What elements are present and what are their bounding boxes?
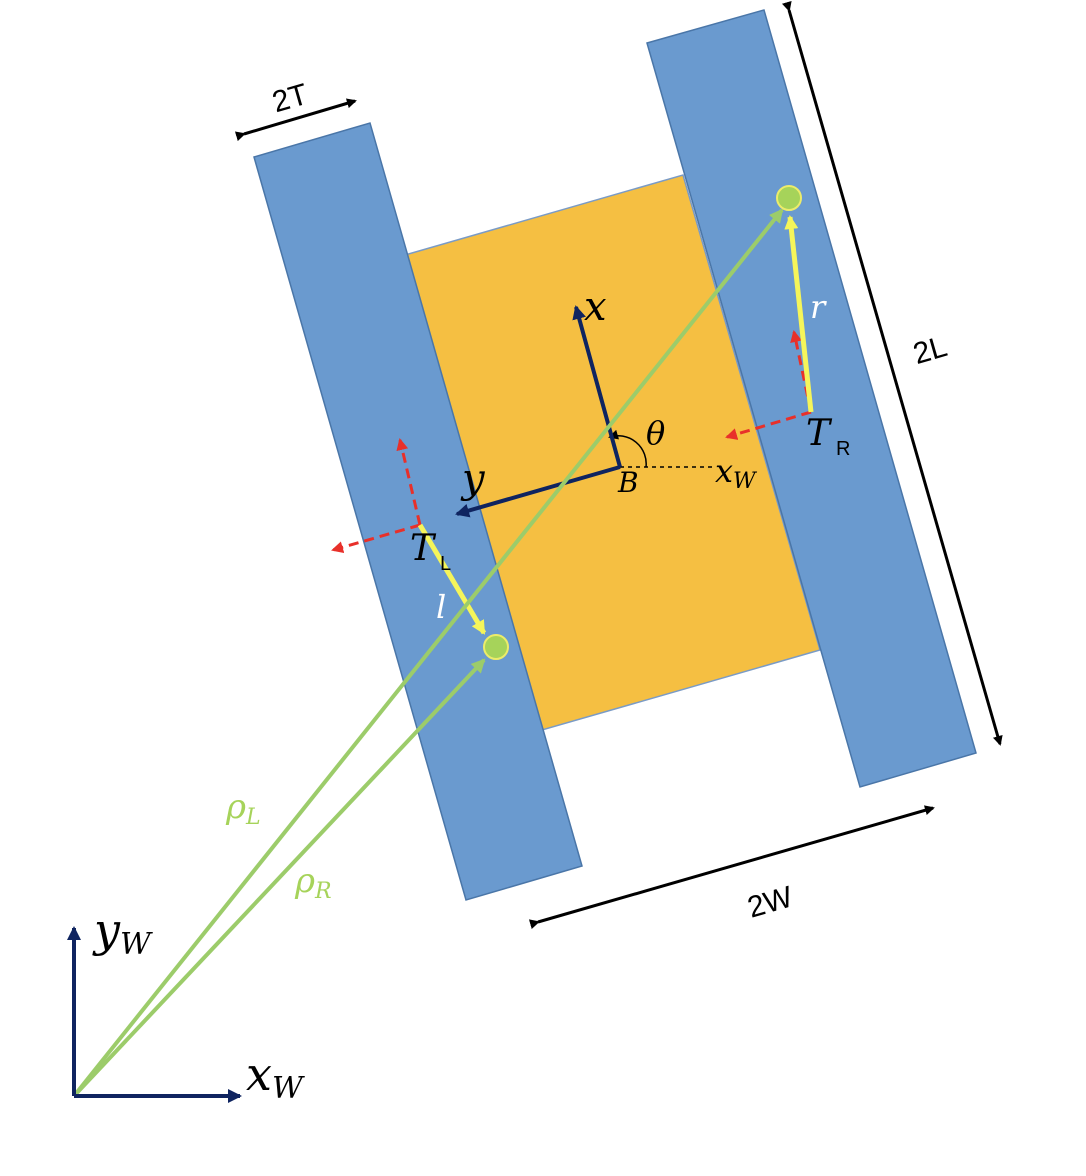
dimension-2w-arrow	[528, 805, 935, 930]
vector-r-arrow	[784, 215, 814, 413]
dimension-2w-label: 2W	[744, 880, 797, 924]
dimension-2l-arrow	[781, 0, 1003, 746]
theta-label: θ	[646, 414, 665, 452]
rho-r-position-vector	[72, 658, 486, 1098]
vector-r-label: r	[810, 288, 827, 326]
dimension-2t-arrow	[234, 98, 357, 142]
left-tread-force-forward-arrow	[396, 438, 422, 526]
dimension-2l-label: 2L	[910, 330, 951, 371]
rho-l-label: ρL	[225, 787, 261, 830]
right-tread-force-forward-arrow	[790, 330, 813, 413]
rho-r-label: ρR	[294, 861, 332, 904]
vector-l-label: l	[436, 588, 446, 626]
body-y-axis-arrow	[455, 465, 621, 518]
theta-angle-arc	[608, 429, 647, 468]
xw-dashed-label: xW	[715, 452, 758, 494]
body-y-axis-label: y	[460, 456, 486, 502]
dimension-2t-label: 2T	[269, 78, 312, 119]
body-x-axis-arrow	[572, 305, 622, 468]
right-tread-force-lateral-arrow	[725, 410, 812, 440]
world-y-axis-label: yW	[92, 903, 153, 962]
right-contact-point	[776, 185, 802, 211]
world-x-axis-label: xW	[246, 1047, 305, 1106]
rho-l-position-vector	[72, 208, 784, 1098]
left-contact-point	[483, 634, 509, 660]
vector-l-arrow	[417, 523, 487, 635]
body-x-axis-label: x	[584, 284, 607, 330]
body-origin-label: B	[617, 466, 639, 499]
